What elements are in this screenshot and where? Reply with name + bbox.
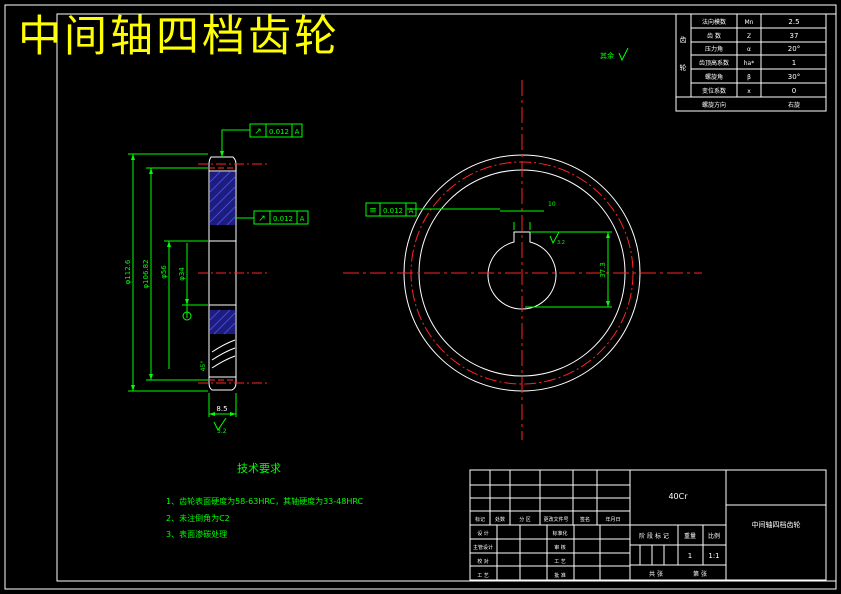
title-block-scale: 1:1 [708, 552, 719, 560]
title-block-sheets: 共 张 [649, 570, 663, 578]
bore-with-keyway [487, 231, 557, 310]
params-side-label-1: 齿 [680, 36, 687, 44]
param-symbol: Mn [745, 19, 754, 26]
dim-keyway-width: 10 [548, 201, 556, 208]
gear-section-outline [208, 156, 237, 391]
title-block-row-label: 主管设计 [473, 544, 493, 551]
svg-text:≡: ≡ [369, 206, 377, 216]
svg-text:0.012: 0.012 [269, 128, 289, 136]
param-value: 20° [788, 45, 800, 53]
title-block-row-label: 审 核 [554, 544, 566, 551]
roughness-other: 其余 [600, 51, 614, 60]
param-symbol: ha* [744, 60, 754, 67]
svg-text:0.012: 0.012 [383, 207, 403, 215]
title-block-header-cell: 签名 [580, 516, 590, 523]
param-value: 2.5 [788, 18, 799, 26]
svg-text:A: A [295, 128, 300, 136]
tech-req-item-2: 2、未注倒角为C2 [166, 513, 230, 523]
tech-req-item-3: 3、表面渗碳处理 [166, 529, 227, 539]
title-block-material: 40Cr [668, 492, 688, 501]
tech-req-heading: 技术要求 [237, 462, 281, 475]
side-view-section: φ112.6 φ106.82 φ56 φ34 45° 8.5 3.2 [124, 129, 268, 435]
tolerance-frame-mid: ↗ 0.012 A [253, 210, 309, 225]
tolerance-frame-symmetry: ≡ 0.012 A [365, 202, 417, 217]
param-value: 30° [788, 73, 800, 81]
title-block-weight-label: 重量 [684, 532, 696, 540]
front-view: 37.3 10 3.2 [343, 80, 702, 440]
title-block-row-label: 标准化 [552, 530, 567, 537]
param-name: 螺旋方向 [702, 101, 726, 109]
params-side-label-2: 轮 [680, 63, 687, 72]
title-block-header-cell: 处数 [495, 516, 505, 523]
title-block-quantity: 1 [688, 552, 692, 560]
param-name: 压力角 [705, 45, 723, 53]
param-value: 37 [790, 32, 799, 40]
title-block-row-label: 工 艺 [477, 573, 489, 579]
title-block-header-cell: 分 区 [519, 516, 531, 523]
param-name: 齿顶高系数 [699, 59, 729, 67]
dim-hub-dia: φ56 [160, 265, 168, 279]
title-block-header-cell: 年月日 [605, 516, 620, 523]
title-block-row-label: 工 艺 [554, 559, 566, 565]
tolerance-frame-top: ↗ 0.012 A [249, 123, 303, 138]
hatch-lower [210, 310, 235, 334]
dim-pitch-dia: φ106.82 [142, 259, 150, 288]
tech-req-item-1: 1、齿轮表面硬度为58-63HRC，其轴硬度为33-48HRC [166, 496, 364, 506]
svg-text:A: A [300, 215, 305, 223]
title-block-row-label: 设 计 [477, 530, 489, 537]
param-name: 法向模数 [702, 18, 726, 26]
param-symbol: x [747, 88, 751, 95]
title-block-stage-label: 阶 段 标 记 [639, 532, 669, 540]
param-symbol: β [747, 74, 751, 81]
roughness-keyway: 3.2 [557, 240, 565, 246]
title-block-drawing-name: 中间轴四档齿轮 [752, 520, 801, 529]
title-block [469, 469, 827, 581]
datum-a-marker [182, 305, 192, 321]
param-name: 变位系数 [702, 87, 726, 95]
param-symbol: Z [747, 33, 751, 40]
dim-chamfer: 45° [200, 361, 207, 372]
inner-border [56, 13, 837, 582]
title-block-scale-label: 比例 [708, 532, 720, 540]
title-block-sheet-no: 第 张 [693, 570, 707, 578]
title-block-header-cell: 标记 [475, 516, 485, 523]
dim-width: 8.5 [216, 405, 227, 413]
param-name: 齿 数 [707, 32, 721, 40]
param-name: 螺旋角 [705, 73, 723, 81]
svg-text:↗: ↗ [254, 127, 262, 137]
svg-text:0.012: 0.012 [273, 215, 293, 223]
dim-bore-dia: φ34 [178, 267, 186, 281]
gear-params-table [675, 13, 827, 112]
page-title: 中间轴四档齿轮 [18, 12, 340, 62]
param-value: 0 [792, 87, 796, 95]
dim-keyway-depth: 37.3 [599, 262, 607, 278]
svg-text:↗: ↗ [258, 214, 266, 224]
roughness-face: 3.2 [217, 428, 227, 435]
title-block-header-cell: 更改文件号 [543, 516, 568, 523]
param-value: 右旋 [788, 101, 800, 109]
title-block-row-label: 批 准 [554, 572, 566, 579]
param-value: 1 [792, 59, 796, 67]
dim-tip-dia: φ112.6 [124, 259, 132, 284]
param-symbol: α [747, 46, 751, 53]
svg-text:A: A [409, 207, 414, 215]
title-block-row-label: 校 对 [477, 558, 489, 565]
